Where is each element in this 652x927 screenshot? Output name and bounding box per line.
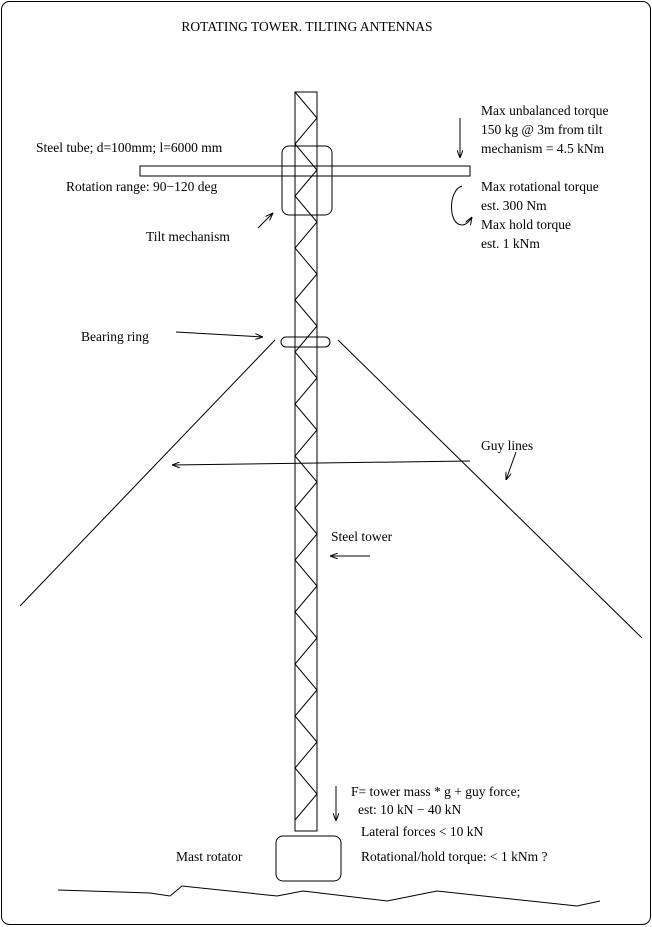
guy-lines-arrow	[172, 460, 471, 465]
guy-line-left	[19, 339, 276, 607]
base-note-4: Rotational/hold torque: < 1 kNm ?	[361, 849, 547, 864]
torque-note-2: 150 kg @ 3m from tilt	[481, 122, 603, 137]
bearing-ring	[280, 336, 331, 348]
rotation-arrow-icon	[451, 185, 473, 226]
rotation-range-label: Rotation range: 90−120 deg	[66, 179, 217, 194]
bearing-arrow	[175, 331, 263, 337]
steel-tube	[139, 165, 471, 177]
steel-tower-label: Steel tower	[331, 529, 393, 544]
torque-note-3: mechanism = 4.5 kNm	[481, 141, 605, 156]
ground-line	[57, 885, 601, 907]
base-note-3: Lateral forces < 10 kN	[361, 824, 484, 839]
diagram-title: ROTATING TOWER. TILTING ANTENNAS	[181, 19, 432, 34]
steel-tube-label: Steel tube; d=100mm; l=6000 mm	[36, 140, 223, 155]
rotation-note-3: Max hold torque	[481, 217, 571, 232]
guy-lines-label: Guy lines	[481, 438, 533, 453]
mast-rotator-label: Mast rotator	[176, 849, 243, 864]
rotation-note-4: est. 1 kNm	[481, 236, 540, 251]
guy-lines-arrow-right	[506, 451, 517, 480]
base-note-1: F= tower mass * g + guy force;	[351, 784, 520, 799]
tilt-arrow	[257, 213, 273, 229]
base-note-2: est: 10 kN − 40 kN	[358, 802, 461, 817]
rotation-note-1: Max rotational torque	[481, 179, 599, 194]
steel-tower	[294, 91, 318, 832]
tilt-mechanism-label: Tilt mechanism	[146, 229, 230, 244]
rotation-note-2: est. 300 Nm	[481, 198, 547, 213]
torque-note-1: Max unbalanced torque	[481, 103, 608, 118]
guy-line-right	[337, 339, 643, 639]
bearing-ring-label: Bearing ring	[81, 329, 149, 344]
mast-rotator-box	[275, 835, 342, 882]
tilt-mechanism-box	[281, 145, 333, 216]
